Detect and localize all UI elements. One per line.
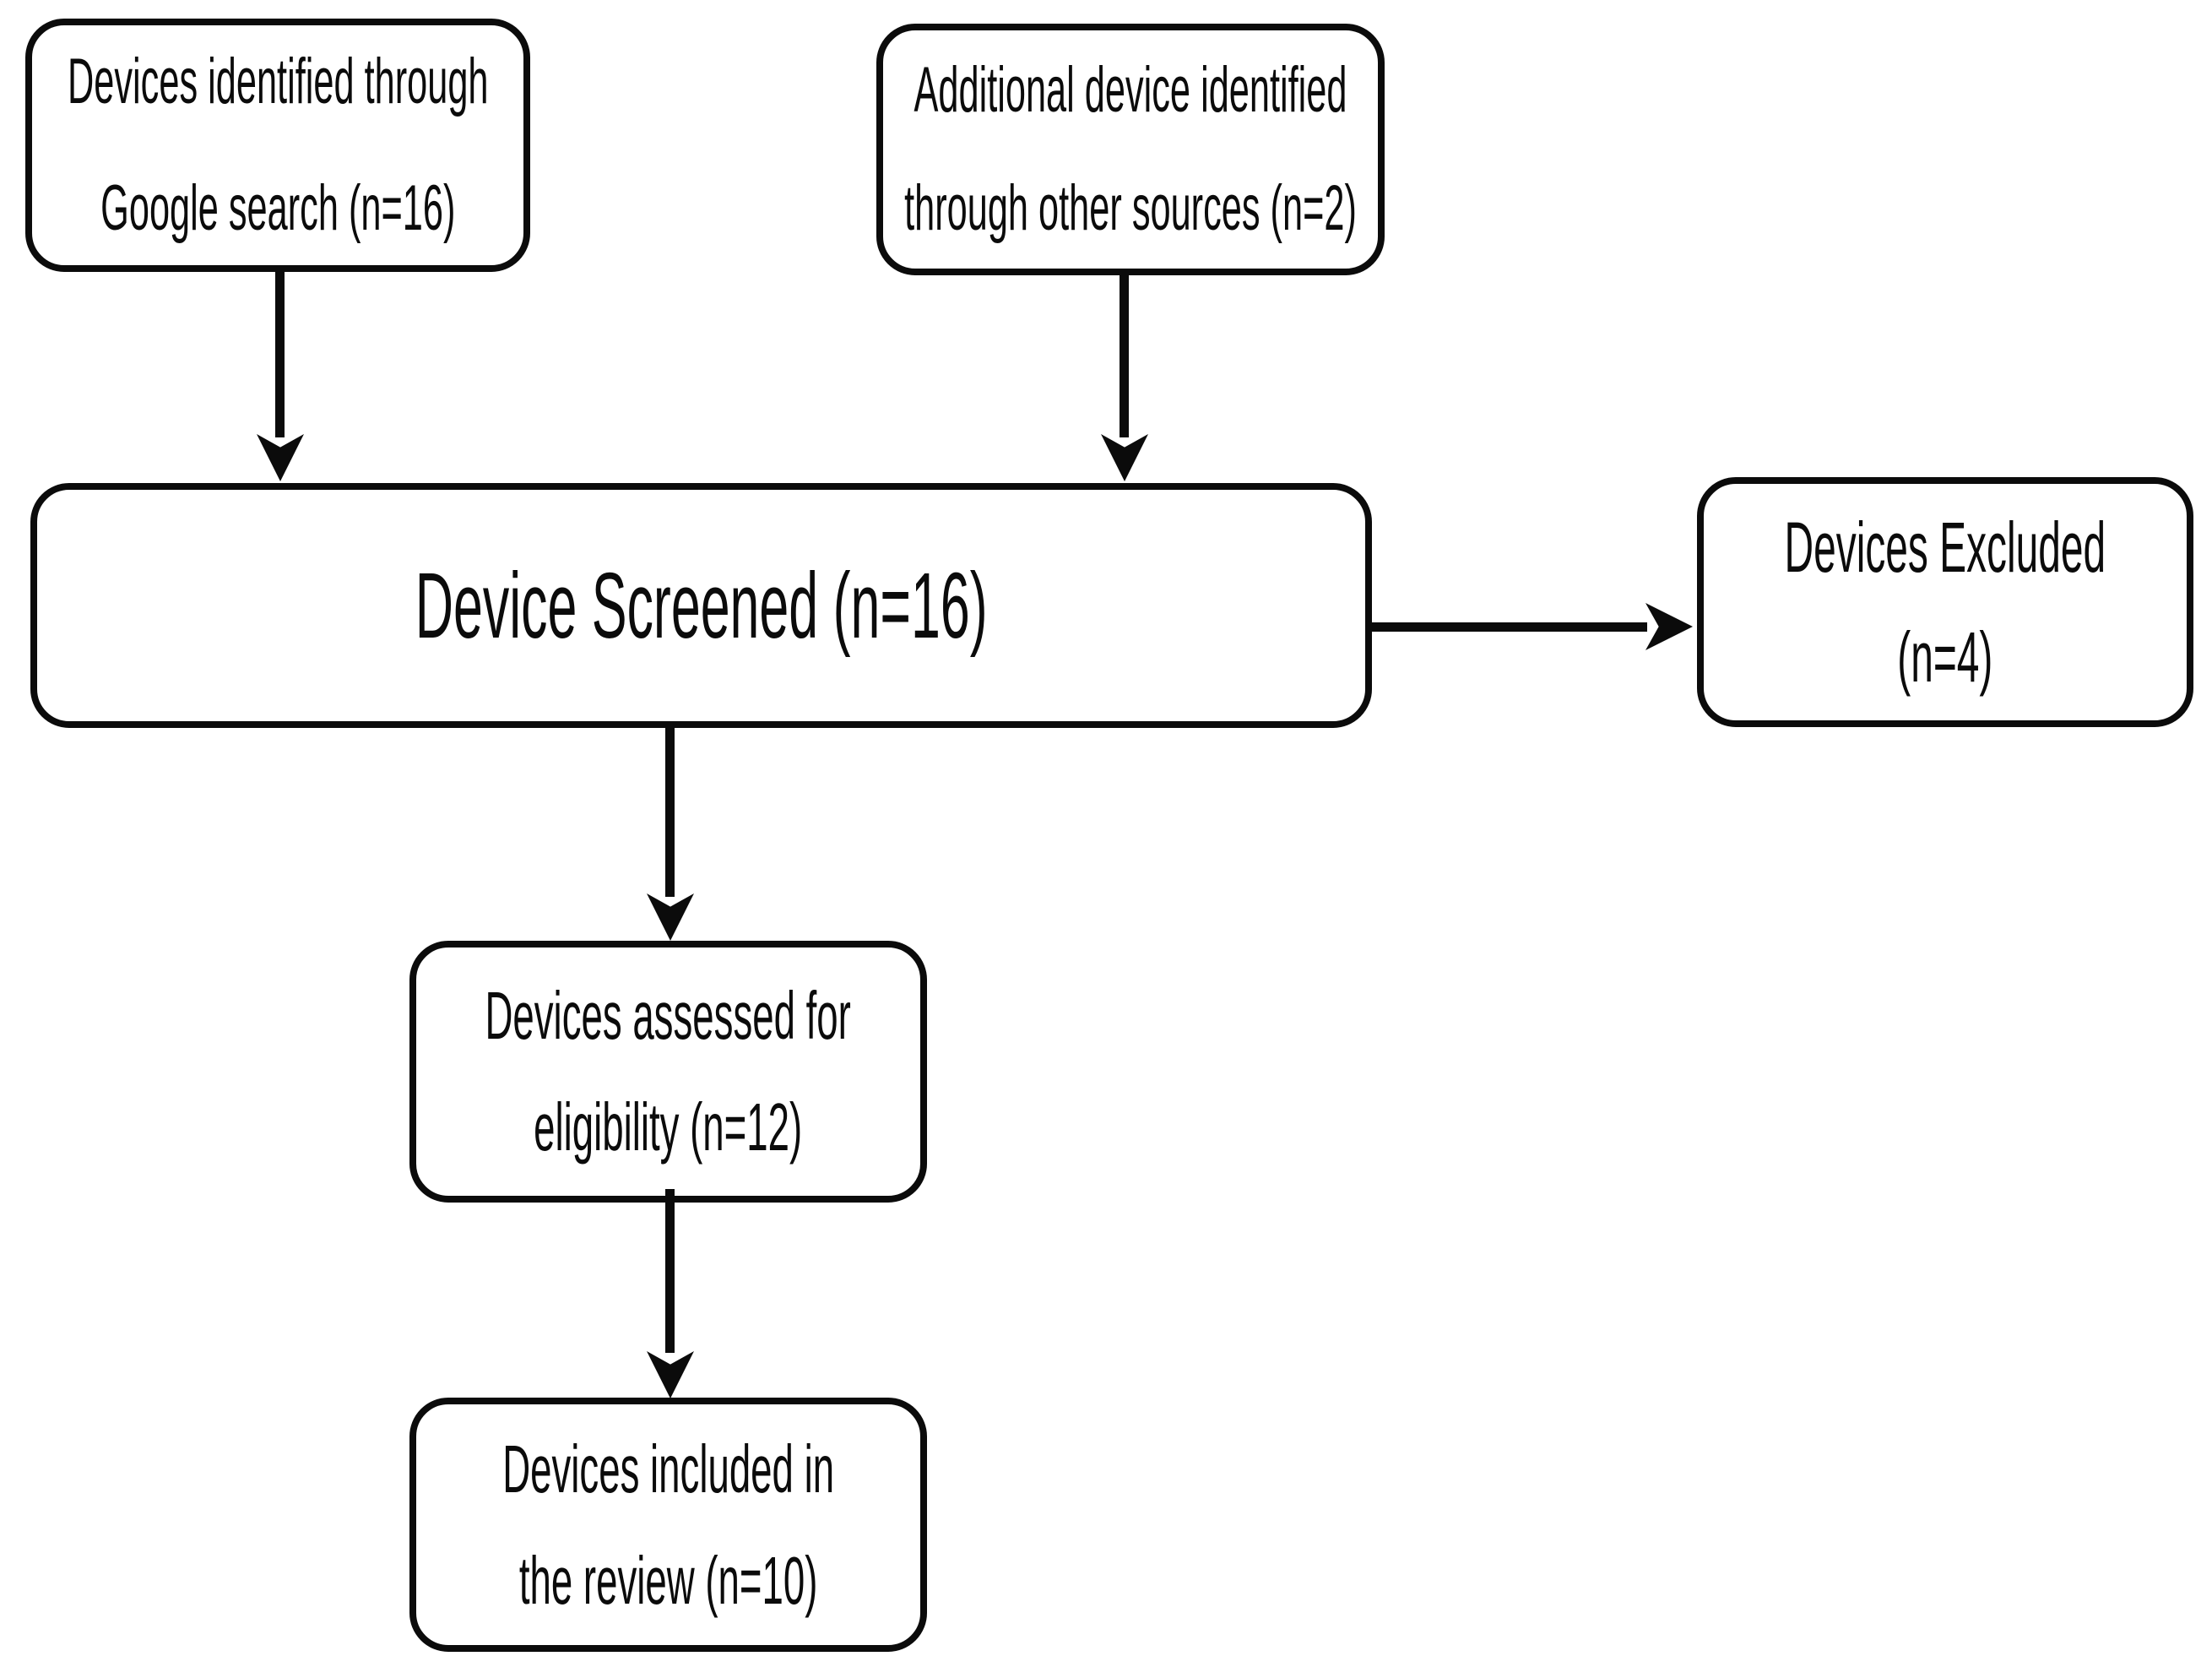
flow-box-line: Google search (n=16) xyxy=(100,172,456,244)
flow-box-line: through other sources (n=2) xyxy=(904,172,1357,244)
flow-box-included-review-text: Devices included in the review (n=10) xyxy=(502,1414,834,1637)
flow-box-assessed-eligibility-text: Devices assessed for eligibility (n=12) xyxy=(485,960,851,1183)
arrow-down-head-icon xyxy=(1101,434,1148,481)
flow-box-included-review: Devices included in the review (n=10) xyxy=(409,1398,927,1652)
arrow-screened-to-excluded-line xyxy=(1369,622,1647,632)
flow-box-identified-google-text: Devices identified through Google search… xyxy=(68,19,488,272)
flow-box-assessed-eligibility: Devices assessed for eligibility (n=12) xyxy=(409,941,927,1203)
flow-box-line: Devices assessed for xyxy=(485,978,852,1053)
flow-box-line: Additional device identified xyxy=(914,54,1347,126)
arrow-down-head-icon xyxy=(257,434,304,481)
flow-box-excluded-text: Devices Excluded (n=4) xyxy=(1785,492,2106,712)
flow-box-line: eligibility (n=12) xyxy=(534,1089,803,1165)
flow-box-screened-text: Device Screened (n=16) xyxy=(415,552,988,660)
flow-box-screened: Device Screened (n=16) xyxy=(30,483,1372,728)
flow-box-identified-google: Devices identified through Google search… xyxy=(25,19,530,272)
flow-box-line: the review (n=10) xyxy=(518,1542,818,1618)
flow-box-line: Devices Excluded xyxy=(1784,508,2106,587)
flow-box-excluded: Devices Excluded (n=4) xyxy=(1697,477,2193,727)
arrow-assessed-to-included-line xyxy=(665,1189,675,1353)
flow-box-identified-other-sources: Additional device identified through oth… xyxy=(876,24,1385,275)
arrow-down-head-icon xyxy=(647,893,694,941)
flow-box-identified-other-sources-text: Additional device identified through oth… xyxy=(904,31,1357,268)
arrow-screened-to-assessed-line xyxy=(665,728,675,897)
flow-box-line: Device Screened (n=16) xyxy=(415,553,988,658)
arrow-identified-other-to-screened-line xyxy=(1120,275,1129,437)
arrow-right-head-icon xyxy=(1645,603,1693,650)
flow-box-line: Devices included in xyxy=(502,1431,834,1507)
flow-box-line: (n=4) xyxy=(1897,617,1993,697)
flow-box-line: Devices identified through xyxy=(67,46,489,117)
arrow-down-head-icon xyxy=(647,1351,694,1398)
arrow-identified-google-to-screened-line xyxy=(275,272,285,437)
